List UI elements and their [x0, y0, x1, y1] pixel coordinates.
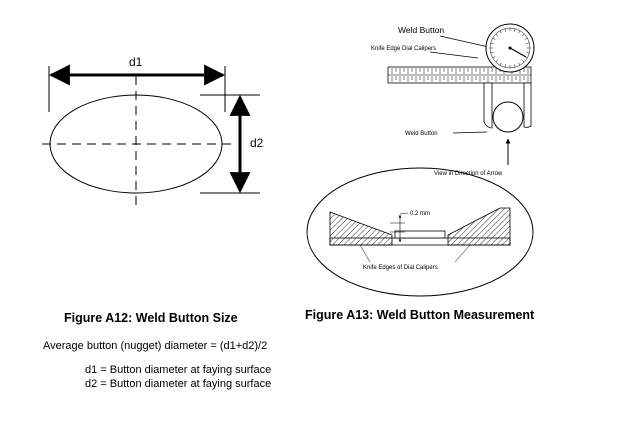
weld-button-label: Weld Button — [405, 131, 438, 137]
d1-label: d1 — [129, 55, 143, 69]
weld-button-leader — [452, 131, 488, 134]
calipers-label: Knife Edge Dial Calipers — [371, 46, 436, 52]
dial-gauge — [485, 23, 535, 73]
d2-definition: d2 = Button diameter at faying surface — [85, 378, 272, 390]
weld-nugget — [394, 230, 446, 239]
knife-edges-leader-left — [359, 244, 371, 263]
figure-a12-caption: Figure A12: Weld Button Size — [64, 311, 238, 325]
gap-leader — [399, 212, 409, 215]
weld-button-title: Weld Button — [398, 25, 444, 35]
figure-a12-diagram: d1 d2 — [42, 55, 264, 207]
gap-label: 0.2 mm — [410, 211, 430, 217]
detail-view-oval — [306, 167, 534, 297]
knife-edges-label: Knife Edges of Dial Calipers — [363, 265, 438, 271]
knife-edge-left — [329, 211, 393, 246]
d2-label: d2 — [250, 136, 264, 150]
average-diameter-formula: Average button (nugget) diameter = (d1+d… — [43, 340, 268, 352]
d1-definition: d1 = Button diameter at faying surface — [85, 364, 272, 376]
knife-edges-leader-right — [454, 244, 471, 263]
figure-a13-diagram: Weld Button Knife Edge Dial Calipers Wel… — [306, 23, 535, 297]
caliper-moving-jaw — [523, 82, 532, 128]
weld-button-circle — [492, 101, 524, 133]
caliper-fixed-jaw — [483, 82, 493, 129]
title-leader — [439, 35, 494, 49]
calipers-leader — [429, 51, 479, 59]
knife-edge-right — [447, 207, 511, 246]
caliper-beam — [387, 66, 532, 84]
figure-a13-caption: Figure A13: Weld Button Measurement — [305, 308, 535, 322]
